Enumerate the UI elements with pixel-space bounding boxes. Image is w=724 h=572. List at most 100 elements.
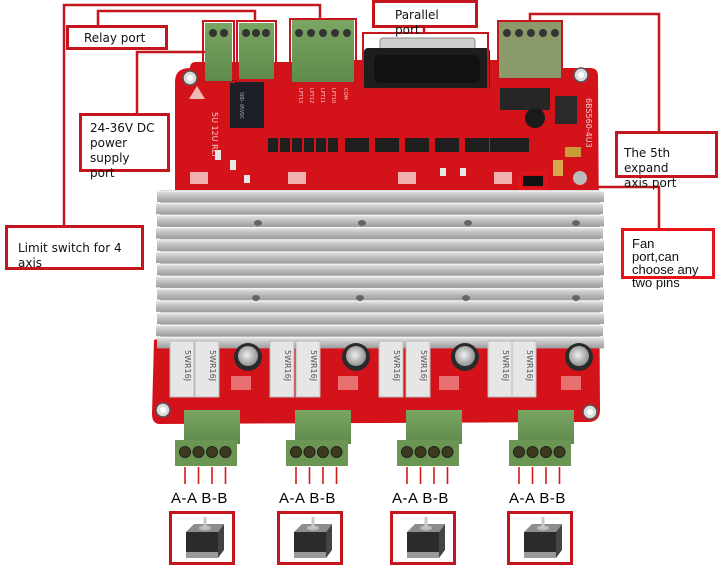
leader-power-supply: [135, 50, 205, 113]
terminal-screw: [441, 446, 454, 458]
pin-label: COM: [342, 88, 348, 100]
tantalum-capacitor: [565, 147, 581, 157]
dip-switch: [439, 376, 459, 390]
warning-triangle-icon: [189, 86, 205, 99]
heatsink-fin: [156, 300, 603, 312]
optocoupler: [375, 138, 399, 152]
terminal-screw: [540, 446, 552, 458]
callout-power-supply: 24-36V DC power supply port: [79, 113, 170, 180]
terminal-screw: [414, 446, 427, 458]
power-resistor: [169, 340, 195, 398]
ic-chip: [500, 88, 550, 110]
terminal-screw: [428, 446, 440, 458]
terminal-screw: [192, 446, 205, 458]
power-resistor: [487, 340, 513, 398]
terminal-screw: [219, 446, 232, 458]
optocoupler: [345, 138, 369, 152]
wire-label-axis-2: A-A B-B: [279, 490, 336, 507]
resistor-marking: 5WR16J: [525, 350, 534, 381]
heatsink-fin: [156, 276, 603, 288]
power-supply-line-1: 24-36V DC: [90, 121, 155, 135]
heatsink-fin: [157, 239, 604, 251]
wire-label-axis-4: A-A B-B: [509, 490, 566, 507]
stepper-motor-icon: [186, 517, 224, 558]
optocoupler: [292, 138, 302, 152]
fan-port-header: [523, 176, 543, 186]
fifth-axis-line-1: The 5th expand: [624, 146, 671, 175]
heatsink-screw: [464, 220, 472, 226]
power-resistor: [405, 340, 431, 398]
terminal-screw: [330, 446, 343, 458]
motor-endcap: [407, 552, 439, 558]
fan-port-line-2: choose any: [632, 262, 699, 277]
callout-relay-port: Relay port: [66, 25, 168, 50]
optocoupler: [316, 138, 326, 152]
capacitor-top: [569, 346, 589, 366]
inductor: [525, 108, 545, 128]
heatsink-fin: [156, 203, 603, 215]
power-resistor: [511, 340, 537, 398]
optocoupler: [280, 138, 290, 152]
motor-side: [218, 524, 224, 558]
capacitor-top: [455, 346, 475, 366]
heatsink-screw: [462, 295, 470, 301]
relay-voltage-marking: 5U 12U RLY: [210, 112, 219, 158]
stepper-motor-axis-3: [390, 511, 456, 565]
callout-parallel-port: Parallel port: [372, 0, 478, 37]
terminal-screw: [526, 446, 539, 458]
heatsink-screw: [252, 295, 260, 301]
heatsink-fin: [157, 264, 604, 276]
terminal-block-body: [518, 410, 574, 444]
pin-label: LPT12: [308, 88, 314, 103]
wire-label-axis-1: A-A B-B: [171, 490, 228, 507]
motor-shaft: [424, 517, 428, 528]
callout-fan-port: Fan port,can choose any two pins: [621, 228, 715, 289]
terminal-screw: [303, 446, 316, 458]
optocoupler: [304, 138, 314, 152]
heatsink-fin: [157, 191, 604, 202]
relay-port-label: Relay port: [84, 31, 146, 45]
pin-label: LPT10: [330, 88, 336, 103]
motor-output-connectors: [175, 410, 574, 484]
limit-pin-labels: LPT13 LPT12 LPT11 LPT10 COM: [297, 88, 348, 103]
capacitor-top: [238, 346, 258, 366]
resistor-marking: 5WR16J: [183, 350, 192, 381]
stepper-motor-axis-4: [507, 511, 573, 565]
pin-label: LPT11: [319, 88, 325, 103]
relay: [230, 80, 264, 128]
motor-side: [556, 524, 562, 558]
heatsink-screw: [358, 220, 366, 226]
terminal-block-body: [406, 410, 462, 444]
stepper-motor-icon: [407, 517, 445, 558]
optocoupler: [505, 138, 529, 152]
capacitor-top: [346, 346, 366, 366]
motor-shaft: [541, 517, 545, 528]
terminal-screw: [179, 446, 191, 458]
leader-relay-port: [96, 9, 257, 25]
motor-side: [326, 524, 332, 558]
fan-port-line-3: two pins: [632, 275, 680, 290]
board-model-marking: 6BS560-4U3: [584, 98, 593, 148]
motor-endcap: [524, 552, 556, 558]
top-connectors: [202, 18, 563, 90]
dip-switch: [231, 376, 251, 390]
heatsink-screw: [572, 220, 580, 226]
fifth-axis-line-2: axis port: [624, 176, 677, 190]
resistor-marking: 5WR16J: [283, 350, 292, 381]
power-supply-line-3: port: [90, 166, 115, 180]
heatsink-fin: [156, 325, 603, 337]
mounting-holes: [155, 67, 598, 420]
heatsink-fin: [156, 252, 603, 263]
heatsink-fin: [157, 288, 604, 300]
relay-connector: [236, 20, 277, 82]
optocoupler: [465, 138, 489, 152]
power-supply-line-2: power supply: [90, 136, 130, 165]
power-resistor: [194, 340, 220, 398]
dip-switches-top: [190, 172, 512, 184]
terminal-screw: [401, 446, 413, 458]
stepper-motor-axis-2: [277, 511, 343, 565]
limit-switch-label: Limit switch for 4 axis: [18, 241, 122, 270]
optocoupler-row: [268, 138, 529, 152]
